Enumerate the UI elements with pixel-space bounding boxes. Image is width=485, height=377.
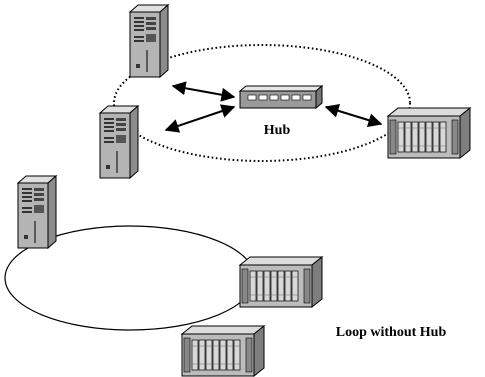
disk-array-icon bbox=[387, 107, 471, 159]
arrow-top-server-to-hub bbox=[171, 81, 236, 102]
loop-without-hub-label: Loop without Hub bbox=[336, 325, 447, 340]
hub-label: Hub bbox=[264, 123, 291, 138]
hub-icon bbox=[238, 84, 324, 110]
hub-loop-dotted-ring bbox=[113, 44, 411, 162]
disk-array-icon bbox=[181, 325, 265, 377]
disk-array-icon bbox=[239, 256, 323, 308]
arrow-left-server-to-hub bbox=[164, 104, 236, 133]
server-tower-icon bbox=[129, 4, 169, 78]
server-tower-icon bbox=[17, 175, 57, 249]
arrow-hub-to-disk-array bbox=[324, 104, 383, 127]
server-tower-icon bbox=[99, 105, 139, 179]
